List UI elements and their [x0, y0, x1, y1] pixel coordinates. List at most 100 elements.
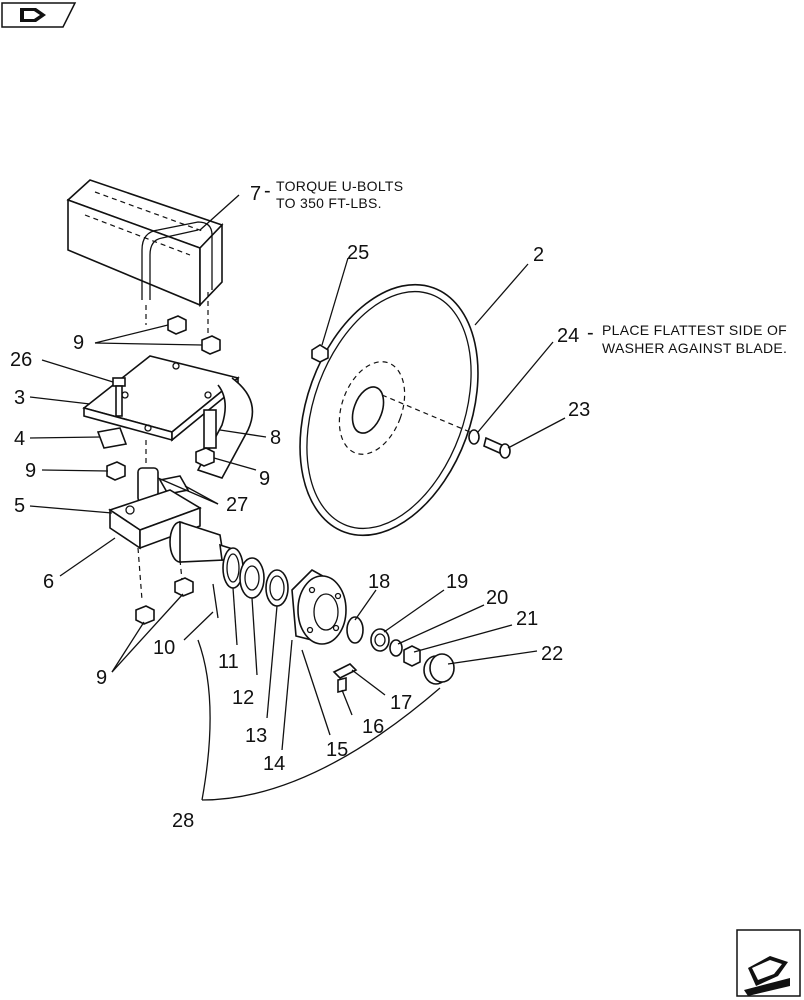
leader-23	[507, 417, 566, 449]
nut-middle-left	[106, 461, 126, 481]
callout-9-bottom: 9	[96, 667, 107, 689]
callout-4: 4	[14, 428, 25, 450]
leader-9a	[94, 324, 169, 344]
blade-nut	[311, 344, 329, 363]
leader-12	[251, 597, 258, 676]
blade-washer	[468, 429, 480, 445]
nut-middle-right	[195, 447, 215, 467]
slotted-nut	[403, 645, 421, 667]
leader-16	[341, 689, 353, 716]
callout-7-dash: -	[264, 180, 271, 202]
callout-16: 16	[362, 716, 384, 738]
callout-13: 13	[245, 725, 267, 747]
callout-22: 22	[541, 643, 563, 665]
leader-9c	[213, 457, 257, 471]
callout-15: 15	[326, 739, 348, 761]
bearing-cone-inner	[244, 565, 260, 591]
leader-7	[199, 194, 240, 231]
callout-25: 25	[347, 242, 369, 264]
nut-lower-left	[135, 605, 155, 625]
callout-9-top: 9	[73, 332, 84, 354]
torque-note-line1: TORQUE U-BOLTS	[276, 178, 403, 194]
callout-28: 28	[172, 810, 194, 832]
washer-note-line2: WASHER AGAINST BLADE.	[602, 340, 787, 356]
leader-6	[59, 537, 116, 577]
outer-bearing-cup	[346, 616, 364, 644]
leader-10	[183, 611, 214, 641]
nut-lower-right	[174, 577, 194, 597]
callout-20: 20	[486, 587, 508, 609]
leader-18	[354, 589, 377, 621]
callout-2: 2	[533, 244, 544, 266]
previous-page-icon[interactable]	[1, 2, 77, 28]
leader-25	[321, 257, 349, 346]
leader-20	[397, 604, 485, 645]
guide-line	[381, 394, 471, 433]
leader-9b	[41, 469, 109, 472]
clip	[332, 663, 358, 694]
leader-9d	[111, 621, 145, 673]
callout-24-dash: -	[587, 322, 594, 344]
outer-bearing-cone-inner	[374, 633, 386, 647]
callout-3: 3	[14, 387, 25, 409]
callout-14: 14	[263, 753, 285, 775]
callout-18: 18	[368, 571, 390, 593]
torque-note-line2: TO 350 FT-LBS.	[276, 195, 382, 211]
callout-8: 8	[270, 427, 281, 449]
cotter-pin	[212, 583, 219, 619]
leader-9a	[94, 342, 203, 346]
hub	[291, 569, 347, 645]
leader-9d	[111, 593, 184, 673]
callout-21: 21	[516, 608, 538, 630]
callout-10: 10	[153, 637, 175, 659]
leader-14	[281, 639, 293, 751]
callout-19: 19	[446, 571, 468, 593]
leader-15	[301, 649, 331, 736]
leader-8	[219, 429, 267, 438]
leader-21	[413, 624, 513, 653]
disc-blade	[299, 283, 479, 537]
washer-note-line1: PLACE FLATTEST SIDE OF	[602, 322, 787, 338]
spacer-block	[96, 427, 128, 449]
nut-upper-right	[201, 335, 221, 355]
callout-11: 11	[218, 651, 239, 673]
leader-5	[29, 505, 113, 514]
spindle-block	[108, 489, 202, 550]
leader-3	[29, 396, 91, 405]
assembly-bracket	[197, 639, 211, 801]
nut-upper-left	[167, 315, 187, 335]
callout-9-right: 9	[259, 468, 270, 490]
callout-17: 17	[390, 692, 412, 714]
leader-22	[447, 650, 538, 665]
leader-24	[477, 341, 554, 433]
guide-line	[179, 559, 183, 581]
callout-5: 5	[14, 495, 25, 517]
assembly-bracket	[201, 687, 441, 801]
bearing-cone	[239, 557, 265, 599]
leader-11	[232, 587, 238, 646]
u-bolt	[141, 221, 213, 340]
callout-27: 27	[226, 494, 248, 516]
callout-9-left: 9	[25, 460, 36, 482]
bearing-cup-inner	[269, 575, 285, 601]
outer-bearing-cone	[370, 628, 390, 652]
callout-26: 26	[10, 349, 32, 371]
leader-26	[41, 359, 114, 383]
leader-13	[266, 605, 278, 719]
leader-17	[351, 669, 386, 696]
callout-12: 12	[232, 687, 254, 709]
mounting-bar	[66, 179, 224, 307]
callout-7: 7	[250, 183, 261, 205]
guide-line	[137, 547, 143, 601]
callout-6: 6	[43, 571, 54, 593]
seal-inner	[226, 553, 240, 583]
leader-4	[29, 436, 101, 439]
leader-2	[474, 263, 529, 326]
next-page-icon[interactable]	[736, 929, 801, 997]
leader-27	[157, 477, 219, 505]
leader-19	[383, 589, 445, 633]
blade-bolt	[483, 436, 511, 459]
dust-cap	[423, 653, 455, 685]
